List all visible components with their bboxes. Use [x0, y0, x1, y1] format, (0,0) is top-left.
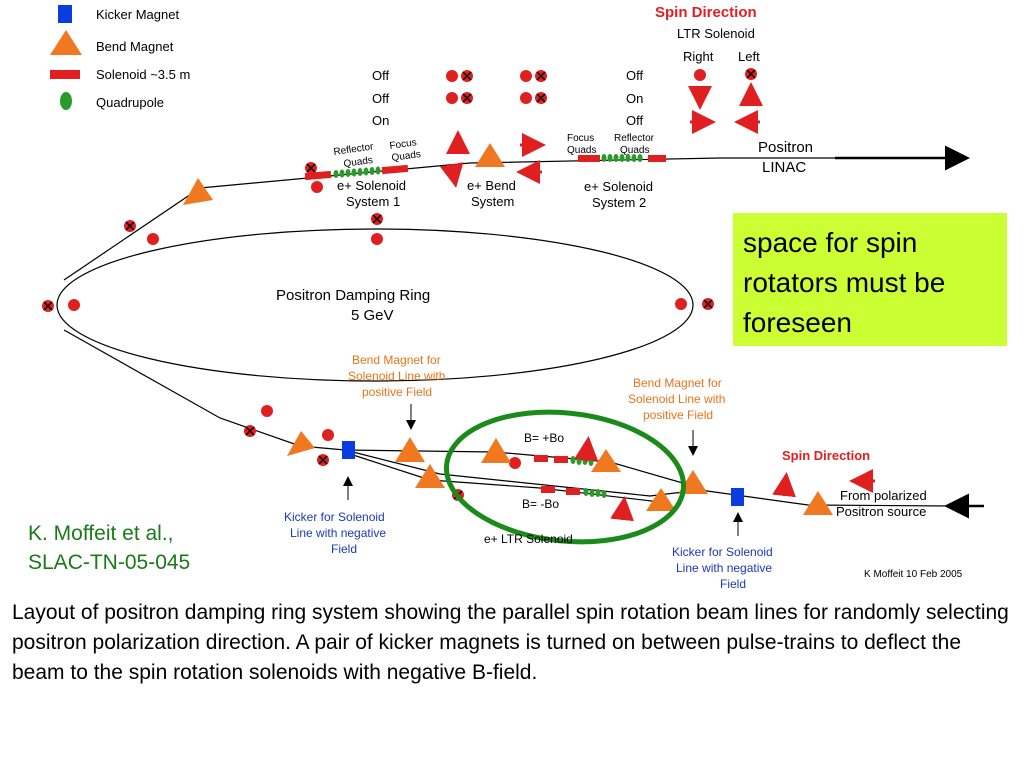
solenoid-legend-icon	[50, 70, 80, 79]
ltr-solenoid-highlight	[443, 409, 687, 545]
bend-system-title: e+ Bend	[467, 178, 516, 193]
reference-authors: K. Moffeit et al.,	[28, 522, 174, 545]
damping-ring	[56, 228, 694, 382]
solenoid-system-1: Reflector Quads Focus Quads e+ Solenoid …	[304, 137, 422, 209]
bend-note-right: Bend Magnet for Solenoid Line with posit…	[628, 376, 725, 422]
kicker-note-left: Kicker for Solenoid Line with negative F…	[284, 510, 386, 556]
ltr-solenoid-label: e+ LTR Solenoid	[484, 532, 573, 546]
bend-system-subtitle: System	[471, 194, 514, 209]
kicker-magnet-legend-icon	[58, 5, 72, 23]
legend-kicker-label: Kicker Magnet	[96, 7, 179, 22]
damping-ring-energy: 5 GeV	[351, 307, 394, 324]
b-plus-label: B= +Bo	[524, 431, 564, 445]
kicker-note-right-line1: Kicker for Solenoid	[672, 545, 773, 559]
kicker-magnet-right	[731, 488, 744, 506]
focus-quads-label-2b: Quads	[567, 145, 596, 156]
spin-table-arrows	[688, 82, 763, 134]
spin-state-table: Spin Direction LTR Solenoid Right Left O…	[372, 4, 763, 134]
solenoid-system-2-title: e+ Solenoid	[584, 179, 653, 194]
row3-right-state: Off	[626, 113, 643, 128]
kicker-note-left-line3: Field	[331, 542, 357, 556]
solenoid-system-1-title: e+ Solenoid	[337, 178, 406, 193]
figure-caption: Layout of positron damping ring system s…	[12, 601, 1009, 684]
kicker-note-right: Kicker for Solenoid Line with negative F…	[672, 545, 773, 591]
from-polarized-label: From polarized	[840, 488, 927, 503]
author-date-label: K Moffeit 10 Feb 2005	[864, 569, 963, 580]
reference-citation: K. Moffeit et al., SLAC-TN-05-045	[28, 519, 190, 577]
row1-left-state: Off	[372, 68, 389, 83]
legend-quad-label: Quadrupole	[96, 95, 164, 110]
kicker-note-left-line1: Kicker for Solenoid	[284, 510, 385, 524]
bend-note-left-line2: Solenoid Line with	[348, 369, 445, 383]
spin-direction-lower: Spin Direction	[782, 448, 870, 463]
focus-quads-label-1: Focus	[389, 137, 418, 152]
kicker-note-right-line3: Field	[720, 577, 746, 590]
positron-linac-label: Positron	[758, 139, 813, 156]
ltr-solenoid-subtitle: LTR Solenoid	[677, 26, 755, 41]
bend-system: e+ Bend System	[439, 130, 546, 209]
kicker-note-right-line2: Line with negative	[676, 561, 772, 575]
bend-note-right-line1: Bend Magnet for	[633, 376, 722, 390]
bend-note-left: Bend Magnet for Solenoid Line with posit…	[348, 353, 445, 399]
right-column-label: Right	[683, 49, 714, 64]
row2-right-state: On	[626, 91, 643, 106]
row2-left-state: Off	[372, 91, 389, 106]
damping-ring-title: Positron Damping Ring	[276, 287, 430, 304]
solenoid-system-2-subtitle: System 2	[592, 195, 646, 210]
legend: Kicker Magnet Bend Magnet Solenoid ~3.5 …	[50, 5, 190, 110]
bend-note-left-line1: Bend Magnet for	[352, 353, 441, 367]
spin-markers	[446, 68, 757, 104]
reflector-quads-label-1b: Quads	[343, 155, 374, 170]
kicker-magnet-left	[342, 441, 355, 459]
b-minus-label: B= -Bo	[522, 497, 559, 511]
beam-lines	[56, 145, 984, 519]
solenoid-system-1-subtitle: System 1	[346, 194, 400, 209]
callout-line-3: foreseen	[743, 307, 852, 338]
reference-report-number: SLAC-TN-05-045	[28, 551, 191, 574]
kicker-note-left-line2: Line with negative	[290, 526, 386, 540]
bend-magnet-legend-icon	[50, 30, 82, 55]
row3-left-state: On	[372, 113, 389, 128]
focus-quads-label-2: Focus	[567, 133, 594, 144]
row1-right-state: Off	[626, 68, 643, 83]
bend-note-left-line3: positive Field	[362, 385, 432, 399]
quadrupole-legend-icon	[60, 92, 72, 110]
callout-line-2: rotators must be	[743, 267, 946, 298]
callout-line-1: space for spin	[743, 227, 918, 258]
reflector-quads-label-2: Reflector	[614, 133, 655, 144]
bend-note-right-line2: Solenoid Line with	[628, 392, 725, 406]
legend-bend-label: Bend Magnet	[96, 39, 174, 54]
bend-note-right-line3: positive Field	[643, 408, 713, 422]
positron-linac-label-2: LINAC	[762, 159, 806, 176]
diagram-canvas: Kicker Magnet Bend Magnet Solenoid ~3.5 …	[42, 4, 984, 591]
reflector-quads-label-2b: Quads	[620, 145, 649, 156]
left-column-label: Left	[738, 49, 760, 64]
solenoid-system-2: Focus Quads Reflector Quads e+ Solenoid …	[567, 133, 666, 210]
spin-rotator-callout: space for spin rotators must be foreseen	[733, 213, 1007, 346]
ring-magnets	[42, 162, 714, 501]
legend-solenoid-label: Solenoid ~3.5 m	[96, 67, 190, 82]
positron-source-label: Positron source	[836, 504, 926, 519]
spin-direction-title: Spin Direction	[655, 4, 757, 21]
focus-quads-label-1b: Quads	[391, 149, 422, 164]
injection-magnets	[287, 431, 875, 522]
